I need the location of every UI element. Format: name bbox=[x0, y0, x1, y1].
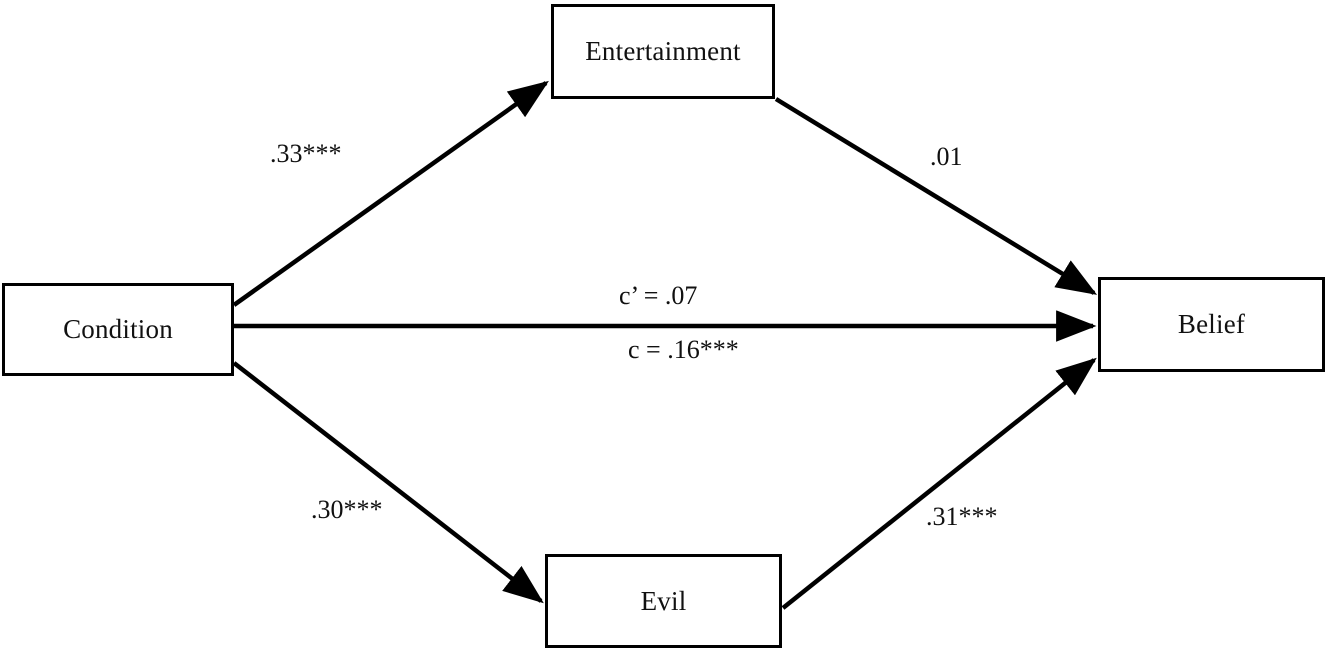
node-condition[interactable]: Condition bbox=[2, 283, 234, 376]
path-line-entertainment-to-belief bbox=[774, 97, 1098, 295]
node-entertainment-label: Entertainment bbox=[585, 36, 741, 66]
node-entertainment[interactable]: Entertainment bbox=[551, 4, 775, 99]
path-line-condition-to-entertainment bbox=[232, 80, 549, 307]
path-label-condition-evil: .30*** bbox=[311, 495, 383, 524]
node-belief[interactable]: Belief bbox=[1098, 277, 1325, 372]
node-belief-label: Belief bbox=[1177, 309, 1246, 339]
path-line-evil-to-belief bbox=[781, 357, 1097, 610]
path-label-entertainment-belief: .01 bbox=[930, 142, 963, 171]
path-label-c-prime-direct-effect: c’ = .07 bbox=[619, 281, 698, 310]
path-line-condition-to-evil bbox=[232, 361, 544, 604]
node-evil-label: Evil bbox=[640, 585, 687, 616]
node-evil[interactable]: Evil bbox=[545, 554, 782, 648]
path-label-condition-entertainment: .33*** bbox=[270, 139, 342, 168]
node-condition-label: Condition bbox=[63, 314, 173, 344]
path-label-c-total-effect: c = .16*** bbox=[628, 335, 739, 364]
path-label-evil-belief: .31*** bbox=[926, 502, 998, 531]
